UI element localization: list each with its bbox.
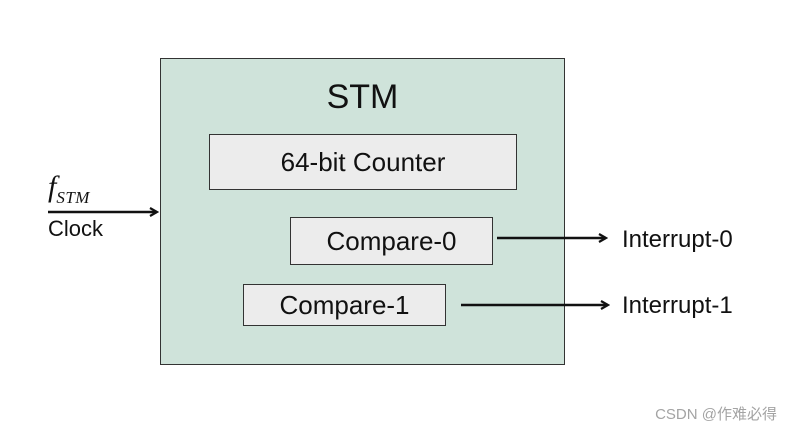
interrupt-1-label: Interrupt-1 xyxy=(622,292,733,319)
counter-label: 64-bit Counter xyxy=(280,146,446,177)
compare-0-box: Compare-0 xyxy=(290,217,493,265)
stm-title: STM xyxy=(326,78,399,116)
interrupt-0-label: Interrupt-0 xyxy=(622,226,733,253)
fstm-subscript: STM xyxy=(56,188,90,207)
fstm-symbol: fSTM xyxy=(48,170,90,208)
counter-box: 64-bit Counter xyxy=(209,134,517,190)
clock-label: Clock xyxy=(48,216,104,241)
compare-0-label: Compare-0 xyxy=(326,225,457,256)
compare-1-box: Compare-1 xyxy=(243,284,446,326)
watermark: CSDN @作难必得 xyxy=(655,406,777,423)
compare-1-label: Compare-1 xyxy=(279,289,410,320)
